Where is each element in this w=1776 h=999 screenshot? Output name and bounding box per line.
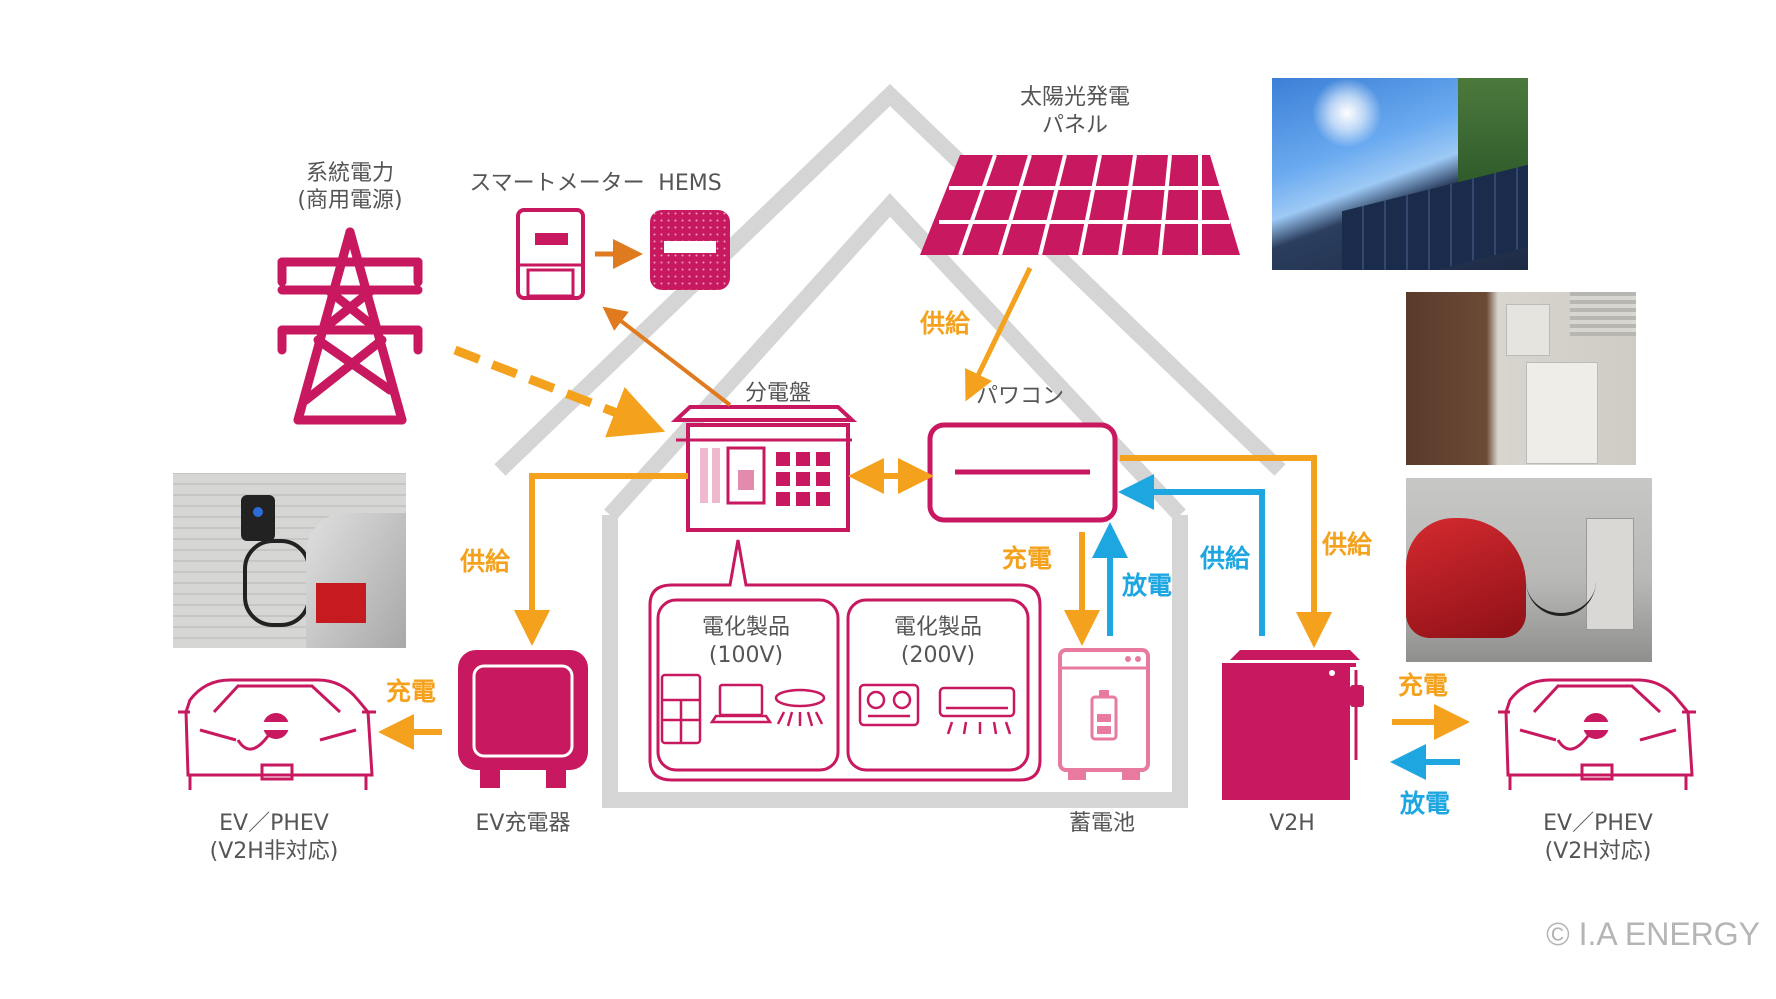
v2h-car-photo xyxy=(1406,478,1652,662)
ev-charger-photo xyxy=(173,473,406,648)
pcs-to-v2h-arrow xyxy=(1120,455,1332,648)
flow-supply-v2h-blue: 供給 xyxy=(1199,544,1251,573)
flow-supply-v2h-orange: 供給 xyxy=(1321,530,1373,559)
solar-panel-icon xyxy=(920,154,1240,256)
power-conditioner-label: パワコン xyxy=(976,384,1064,409)
flow-supply-solar: 供給 xyxy=(919,309,971,338)
board-to-charger-arrow xyxy=(514,473,688,646)
appliances-100v-line2: (100V) xyxy=(709,643,783,668)
flow-supply-board: 供給 xyxy=(459,547,511,576)
solar-to-pcs-arrow xyxy=(965,266,1033,402)
ev-charger-label: EV充電器 xyxy=(476,811,571,836)
flow-charge-ev-right: 充電 xyxy=(1398,671,1448,700)
grid-label-line1: 系統電力 xyxy=(306,161,394,186)
transmission-tower-icon xyxy=(277,227,423,425)
battery-label: 蓄電池 xyxy=(1069,811,1135,836)
grid-to-board-arrow xyxy=(453,345,666,438)
air-conditioner-icon xyxy=(938,686,1016,735)
smart-meter-label: スマートメーター xyxy=(469,171,644,196)
laptop-icon xyxy=(709,683,773,724)
copyright-text: © I.A ENERGY xyxy=(1546,916,1760,952)
ev-car-right-icon xyxy=(1498,678,1696,790)
grid-label-line2: (商用電源) xyxy=(297,188,402,213)
flow-discharge-ev-right: 放電 xyxy=(1399,789,1450,818)
ev-right-label-line2: (V2H対応) xyxy=(1545,839,1652,864)
flow-charge-ev-left: 充電 xyxy=(386,677,436,706)
board-to-meter-arrow xyxy=(602,306,732,407)
v2h-unit-icon xyxy=(1222,650,1364,800)
ceiling-light-icon xyxy=(774,688,826,727)
solar-label-line1: 太陽光発電 xyxy=(1020,85,1130,110)
ev-right-label-line1: EV／PHEV xyxy=(1543,811,1653,836)
refrigerator-icon xyxy=(660,673,702,745)
distribution-board-icon xyxy=(670,405,858,532)
power-conditioner-icon xyxy=(927,422,1118,523)
ev-car-left-icon xyxy=(178,678,376,790)
appliances-bubble xyxy=(648,539,1042,782)
appliances-100v-line1: 電化製品 xyxy=(702,615,790,640)
solar-roof-photo xyxy=(1272,78,1528,270)
appliances-200v-line1: 電化製品 xyxy=(894,615,982,640)
ih-cooktop-icon xyxy=(858,683,920,727)
storage-battery-icon xyxy=(1058,648,1150,780)
hems-label: HEMS xyxy=(658,171,721,196)
battery-wall-photo xyxy=(1406,292,1636,465)
ev-charger-icon xyxy=(458,650,588,788)
smart-meter-icon xyxy=(516,208,585,300)
flow-charge-battery: 充電 xyxy=(1002,544,1052,573)
ev-left-label-line1: EV／PHEV xyxy=(219,811,329,836)
distribution-board-label: 分電盤 xyxy=(745,381,811,406)
flow-discharge-battery: 放電 xyxy=(1121,571,1172,600)
solar-label-line2: パネル xyxy=(1042,113,1108,138)
ev-left-label-line2: (V2H非対応) xyxy=(210,839,339,864)
appliances-200v-line2: (200V) xyxy=(901,643,975,668)
v2h-label: V2H xyxy=(1269,811,1315,836)
hems-icon xyxy=(650,210,730,290)
v2h-to-pcs-arrow xyxy=(1118,474,1265,636)
